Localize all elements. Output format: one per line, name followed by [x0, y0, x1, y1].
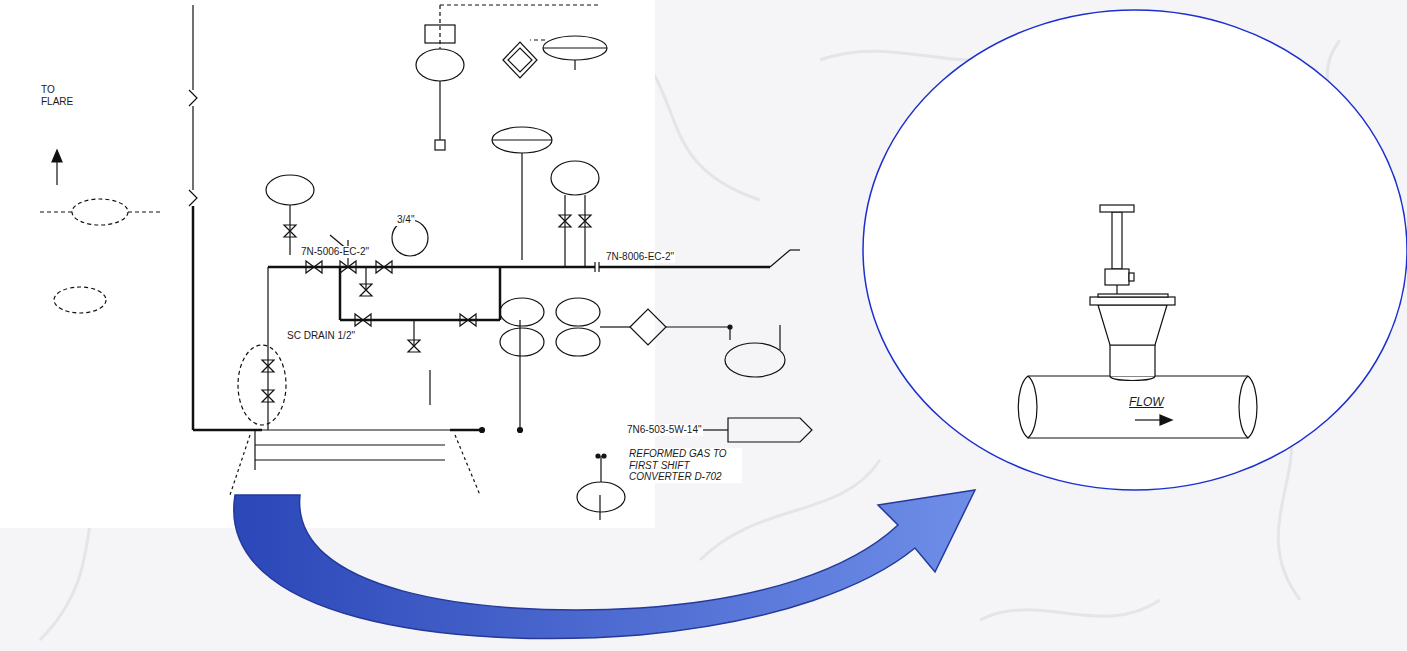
line-label: SC DRAIN 1/2" [286, 330, 356, 342]
line-label: TO FLARE [40, 84, 84, 107]
line-label: 7N-5006-EC-2" [300, 246, 370, 258]
zoom-arrow [234, 490, 975, 639]
line-label: 7N-8006-EC-2" [605, 251, 675, 263]
line-label: 3/4" [396, 214, 415, 226]
line-label: REFORMED GAS TO FIRST SHIFT CONVERTER D-… [628, 448, 742, 483]
flow-label: FLOW [1128, 396, 1165, 410]
line-label: 7N6-503-5W-14" [626, 424, 703, 436]
